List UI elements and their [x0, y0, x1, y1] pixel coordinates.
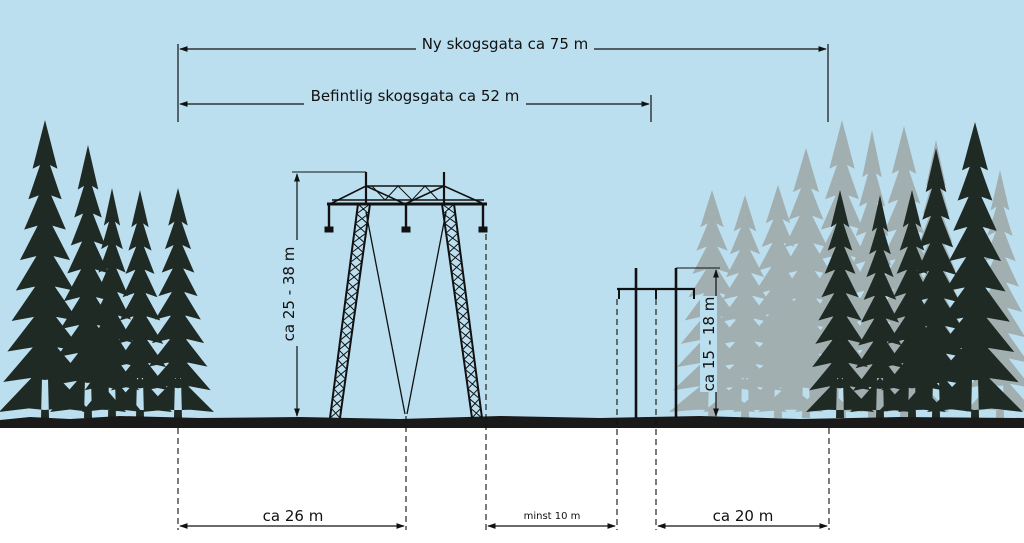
forest-edge-trees	[0, 120, 1023, 418]
spruce-tree-icon	[806, 190, 874, 418]
min-gap-label: minst 10 m	[524, 511, 581, 522]
ground-line	[0, 416, 1024, 428]
below-ground-area	[0, 422, 1024, 543]
spruce-tree-icon	[898, 148, 974, 418]
spruce-tree-icon	[142, 188, 214, 418]
new-corridor-label: Ny skogsgata ca 75 m	[422, 35, 589, 53]
existing-corridor-dimension: Befintlig skogsgata ca 52 m	[179, 86, 652, 122]
faded-spruce-tree-icon	[703, 195, 787, 418]
small-tower-height-dimension: ca 15 - 18 m	[676, 267, 720, 417]
lattice-pylon-icon	[324, 172, 488, 419]
existing-corridor-label: Befintlig skogsgata ca 52 m	[311, 87, 520, 105]
dashed-guide-lines	[177, 234, 830, 530]
small-tower-height-label: ca 15 - 18 m	[700, 297, 718, 392]
left-span-dimension: ca 26 m	[179, 507, 405, 529]
left-span-label: ca 26 m	[263, 507, 324, 525]
right-span-label: ca 20 m	[713, 507, 774, 525]
new-corridor-dimension: Ny skogsgata ca 75 m	[177, 33, 829, 122]
large-tower-height-label: ca 25 - 38 m	[280, 247, 298, 342]
right-span-dimension: ca 20 m	[657, 507, 828, 529]
min-gap-dimension: minst 10 m	[487, 511, 616, 529]
spruce-tree-icon	[927, 122, 1023, 418]
large-tower-height-dimension: ca 25 - 38 m	[280, 171, 366, 417]
h-frame-pole-icon	[617, 268, 695, 418]
